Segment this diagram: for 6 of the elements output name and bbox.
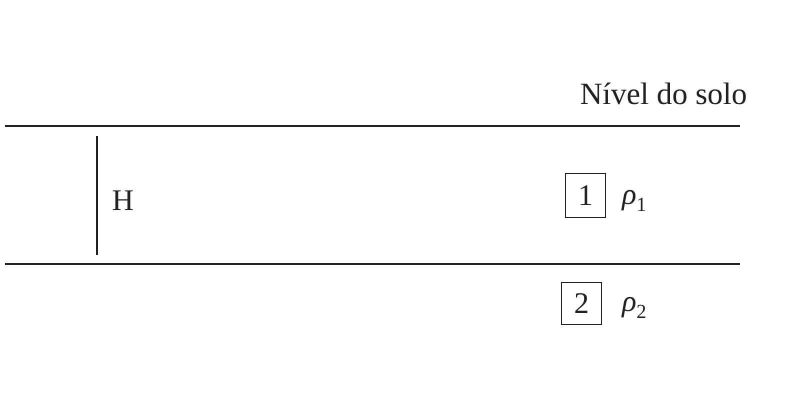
layer-number-tag: 1 (565, 173, 606, 218)
layer-number-tag: 2 (561, 282, 602, 325)
density-symbol: ρ$_{1}$ (622, 180, 646, 215)
ground-level-label: Nível do solo (580, 78, 748, 109)
density-symbol: ρ$_{2}$ (622, 287, 646, 322)
dimension-label: H (112, 186, 134, 216)
